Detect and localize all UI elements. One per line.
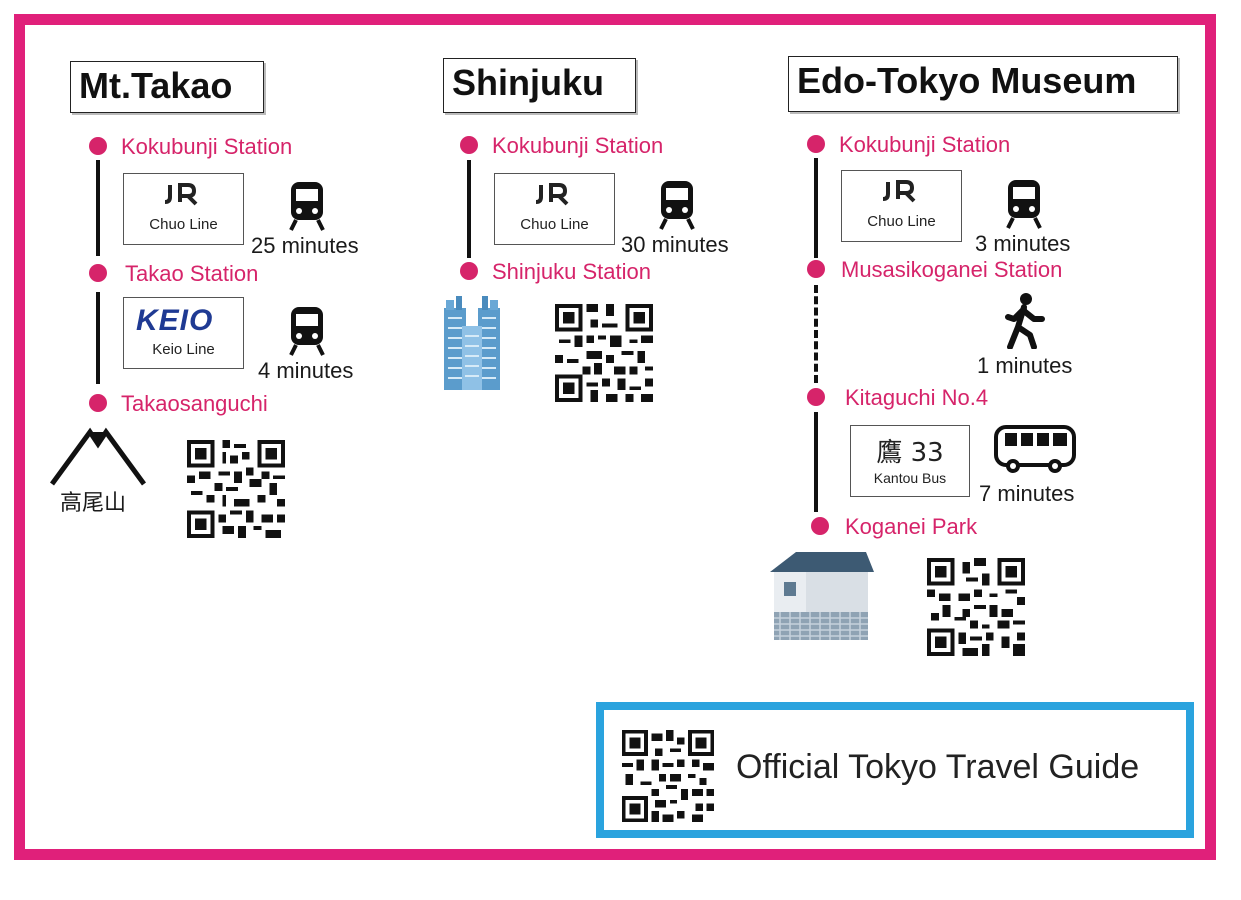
travel-duration: 1 minutes: [977, 353, 1073, 378]
line-name: Chuo Line: [867, 213, 936, 230]
station-kokubunji: Kokubunji Station: [121, 134, 293, 159]
line-name: Keio Line: [152, 341, 215, 358]
route-title-mt-takao: Mt.Takao: [70, 61, 264, 113]
walking-route-line: [814, 285, 818, 383]
route-title-shinjuku: Shinjuku: [443, 58, 636, 113]
route-line: [814, 158, 818, 258]
landmark-caption: 高尾山: [60, 490, 127, 515]
station-kokubunji: Kokubunji Station: [839, 132, 1011, 157]
museum-building-icon: [770, 552, 874, 640]
station-takaosanguchi: Takaosanguchi: [121, 391, 268, 416]
jr-line-box: Chuo Line: [494, 173, 615, 245]
official-guide-box[interactable]: Official Tokyo Travel Guide: [596, 702, 1194, 838]
qr-code-icon[interactable]: [927, 558, 1025, 656]
station-kokubunji: Kokubunji Station: [492, 133, 664, 158]
station-dot: [807, 388, 825, 406]
qr-code-icon[interactable]: [555, 304, 653, 402]
line-name: Chuo Line: [520, 216, 589, 233]
route-title-edo-tokyo-museum: Edo-Tokyo Museum: [788, 56, 1178, 112]
keio-logo: KEIO: [136, 304, 214, 337]
train-icon: [659, 181, 695, 230]
route-line: [467, 160, 471, 258]
route-line: [96, 292, 100, 384]
qr-code-icon[interactable]: [186, 440, 286, 538]
jr-line-box: Chuo Line: [123, 173, 244, 245]
station-dot: [807, 135, 825, 153]
pink-frame: [14, 14, 1216, 860]
station-takao: Takao Station: [125, 261, 259, 286]
bus-line-box: 鷹 33 Kantou Bus: [850, 425, 970, 497]
route-line: [814, 412, 818, 512]
keio-line-box: KEIO Keio Line: [123, 297, 244, 369]
skyscraper-icon: [444, 296, 500, 390]
qr-code-icon[interactable]: [622, 730, 714, 822]
jr-logo-icon: [535, 183, 569, 206]
bus-route-number: 鷹 33: [876, 438, 944, 468]
line-name: Chuo Line: [149, 216, 218, 233]
train-icon: [289, 182, 325, 231]
station-dot: [460, 136, 478, 154]
travel-duration: 4 minutes: [258, 358, 354, 383]
station-dot: [460, 262, 478, 280]
station-dot: [89, 264, 107, 282]
station-koganei-park: Koganei Park: [845, 514, 978, 539]
mountain-icon: [50, 427, 146, 486]
jr-line-box: Chuo Line: [841, 170, 962, 242]
station-dot: [811, 517, 829, 535]
travel-duration: 3 minutes: [975, 231, 1071, 256]
station-dot: [89, 137, 107, 155]
station-shinjuku: Shinjuku Station: [492, 259, 651, 284]
route-line: [96, 160, 100, 256]
station-dot: [89, 394, 107, 412]
train-icon: [289, 307, 325, 356]
station-kitaguchi-no4: Kitaguchi No.4: [845, 385, 989, 410]
travel-duration: 30 minutes: [621, 232, 729, 257]
bus-icon: [994, 425, 1076, 473]
jr-logo-icon: [882, 180, 916, 203]
line-name: Kantou Bus: [873, 470, 947, 486]
walk-icon: [1005, 293, 1045, 349]
station-dot: [807, 260, 825, 278]
guide-label[interactable]: Official Tokyo Travel Guide: [736, 748, 1140, 786]
station-musasikoganei: Musasikoganei Station: [841, 257, 1063, 282]
jr-logo-icon: [164, 183, 198, 206]
travel-duration: 7 minutes: [979, 481, 1075, 506]
train-icon: [1006, 180, 1042, 229]
travel-duration: 25 minutes: [251, 233, 359, 258]
